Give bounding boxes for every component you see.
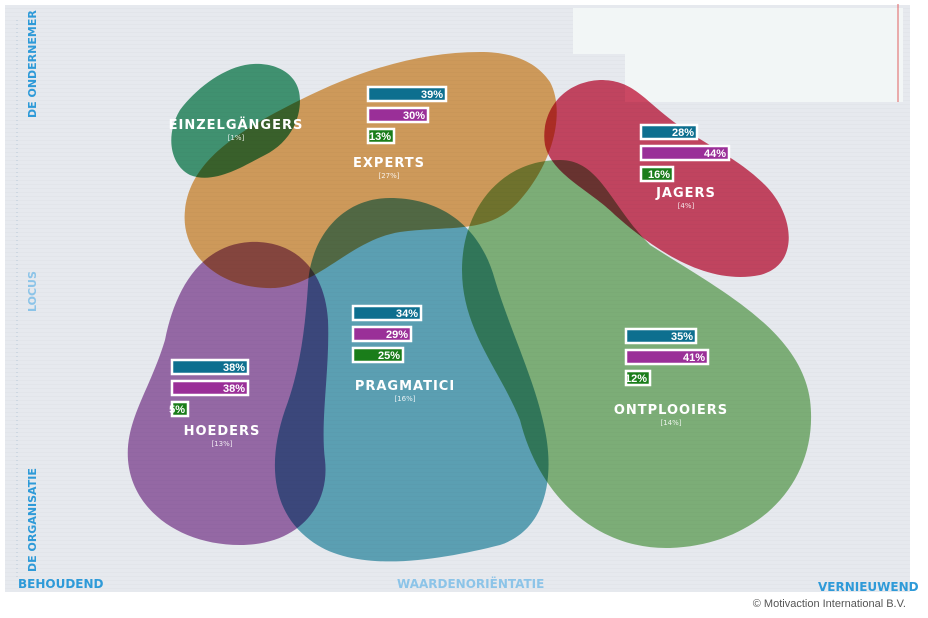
blob-experts [184,52,557,289]
segment-name-einzelgangers: EINZELGÄNGERS [169,117,304,133]
segment-name-hoeders: HOEDERS [184,424,261,439]
bar-groups: 39% 30% 13% 28% 44% 16% 38% 38% 5% 34% 29% 25% 35% 41… [169,85,731,418]
segment-share-einzelgangers: [1%] [228,134,245,142]
segment-name-jagers: JAGERS [655,186,716,201]
bar-jagers-2 [639,144,731,162]
bar-label-pragmatici-1: 34% [396,308,418,320]
bar-label-jagers-2: 44% [704,148,726,160]
copyright-notice: © Motivaction International B.V. [752,598,906,610]
axis-label-de-ondernemer: DE ONDERNEMER [26,10,39,118]
bar-jagers-1 [639,123,699,141]
bar-hoeders-2 [170,379,250,397]
bar-label-pragmatici-3: 25% [378,350,400,362]
bar-jagers-3 [639,165,675,183]
bar-label-ontplooiers-1: 35% [671,331,693,343]
segment-name-ontplooiers: ONTPLOOIERS [614,403,728,418]
bar-label-hoeders-3: 5% [169,404,185,416]
bar-experts-1 [366,85,448,103]
axis-label-vernieuwend: VERNIEUWEND [818,580,919,594]
bar-label-ontplooiers-3: 12% [625,373,647,385]
segment-share-ontplooiers: [14%] [660,419,681,427]
bar-pragmatici-1 [351,304,423,322]
segment-name-pragmatici: PRAGMATICI [355,379,455,394]
bar-label-experts-1: 39% [421,89,443,101]
bar-pragmatici-3 [351,346,405,364]
bar-ontplooiers-3 [624,369,652,387]
blob-einzelgangers [171,63,300,178]
blob-pragmatici [274,198,549,562]
bar-label-experts-3: 13% [369,131,391,143]
overlay-box [625,54,903,102]
segment-name-experts: EXPERTS [353,156,425,171]
axis-label-locus: LOCUS [26,271,39,312]
bar-label-hoeders-2: 38% [223,383,245,395]
bar-ontplooiers-2 [624,348,710,366]
bar-label-jagers-1: 28% [672,127,694,139]
overlay-box [573,8,903,54]
bar-experts-2 [366,106,430,124]
bar-ontplooiers-1 [624,327,698,345]
bar-label-pragmatici-2: 29% [386,329,408,341]
bar-label-jagers-3: 16% [648,169,670,181]
segment-share-experts: [27%] [378,172,399,180]
bar-label-experts-2: 30% [403,110,425,122]
axis-label-behoudend: BEHOUDEND [18,577,104,591]
axis-label-waardenorientatie: WAARDENORIËNTATIE [397,576,544,591]
segment-share-hoeders: [13%] [211,440,232,448]
bar-hoeders-3 [170,400,190,418]
segment-share-pragmatici: [16%] [394,395,415,403]
bar-label-ontplooiers-2: 41% [683,352,705,364]
bar-label-hoeders-1: 38% [223,362,245,374]
axis-label-de-organisatie: DE ORGANISATIE [26,468,39,572]
bar-pragmatici-2 [351,325,413,343]
segment-share-jagers: [4%] [678,202,695,210]
bar-experts-3 [366,127,396,145]
bar-hoeders-1 [170,358,250,376]
